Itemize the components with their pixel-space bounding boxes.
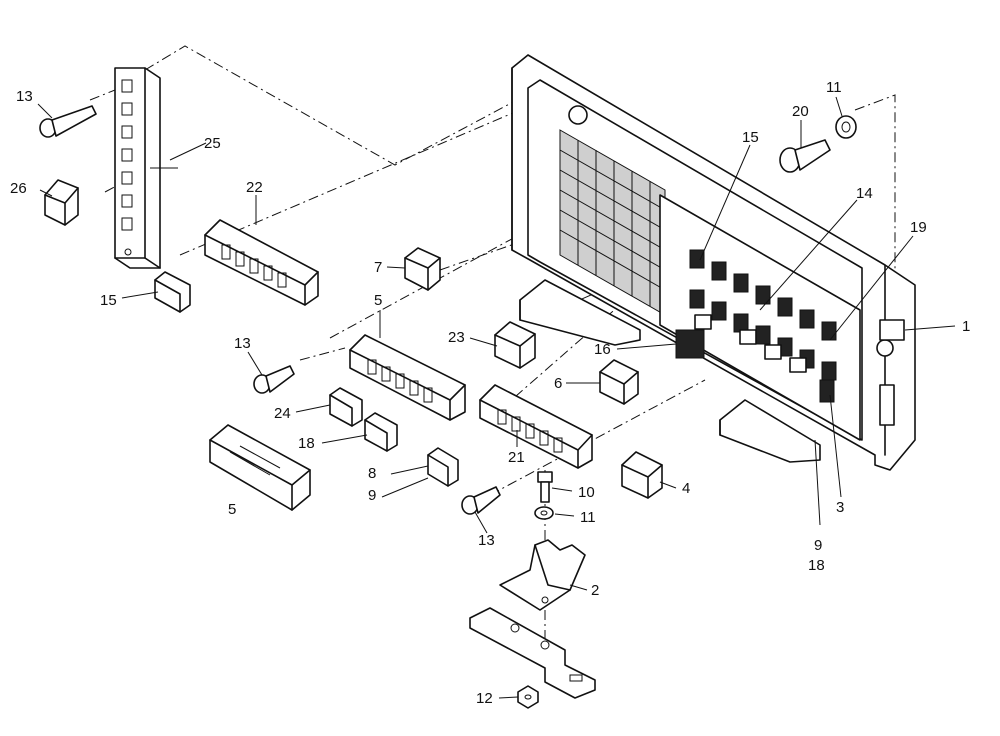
- callout-6: 6: [554, 375, 562, 392]
- callout-13-top: 13: [16, 88, 33, 105]
- cover-5: [209, 424, 311, 511]
- fuse-box-frame: [511, 54, 916, 471]
- callout-4: 4: [682, 480, 690, 497]
- bolt-13-middle: [253, 365, 295, 394]
- callout-20: 20: [792, 103, 809, 120]
- nut-12: [517, 685, 539, 709]
- fuse-holder-22: [204, 219, 319, 306]
- assembly-lines: [89, 45, 896, 640]
- callout-5-holder: 5: [374, 292, 382, 309]
- fuse-8-9: [427, 447, 459, 487]
- callout-13-middle: 13: [234, 335, 251, 352]
- screw-20: [779, 139, 831, 173]
- bolt-10: [537, 471, 553, 503]
- leader-lines: [37, 96, 956, 699]
- cap-26: [44, 179, 79, 226]
- fuse-15: [154, 271, 191, 313]
- callout-21: 21: [508, 449, 525, 466]
- fuse-24: [329, 387, 363, 427]
- callout-5-cover: 5: [228, 501, 236, 518]
- callout-26: 26: [10, 180, 27, 197]
- callout-1: 1: [962, 318, 970, 335]
- callout-11-bottom: 11: [580, 509, 596, 526]
- callout-14: 14: [856, 185, 873, 202]
- bolt-13-top: [39, 105, 97, 138]
- relay-6: [599, 359, 639, 405]
- relay-board: [659, 194, 861, 441]
- callout-22: 22: [246, 179, 263, 196]
- callout-15-frame: 15: [742, 129, 759, 146]
- vertical-fuse-strip: [114, 67, 161, 269]
- callout-2: 2: [591, 582, 599, 599]
- bracket-2: [499, 539, 586, 611]
- callout-15-fuse: 15: [100, 292, 117, 309]
- relay-7: [404, 247, 441, 291]
- callout-7: 7: [374, 259, 382, 276]
- fuse-holder-5: [349, 334, 466, 421]
- callout-24: 24: [274, 405, 291, 422]
- callout-9-board: 9: [814, 537, 822, 554]
- fuse-18: [364, 412, 398, 452]
- bolt-13-bottom: [461, 486, 501, 515]
- relay-4: [621, 451, 663, 499]
- fuse-holder-21: [479, 384, 593, 469]
- callout-12: 12: [476, 690, 493, 707]
- mounting-strap: [469, 607, 596, 699]
- frame-feet: [519, 279, 821, 463]
- callout-8: 8: [368, 465, 376, 482]
- callout-labels: 1 2 3 4 5 5 6 7 8 9 9 10 11 11 12 13 13 …: [10, 79, 970, 707]
- black-fuse-block: [675, 329, 705, 359]
- relay-23: [494, 321, 536, 369]
- callout-23: 23: [448, 329, 465, 346]
- callout-16: 16: [594, 341, 611, 358]
- callout-10: 10: [578, 484, 595, 501]
- callout-3: 3: [836, 499, 844, 516]
- callout-11-top: 11: [826, 79, 842, 96]
- callout-9-fuse: 9: [368, 487, 376, 504]
- callout-13-bottom: 13: [478, 532, 495, 549]
- washer-11-bottom: [534, 506, 554, 520]
- callout-18-board: 18: [808, 557, 825, 574]
- washer-11-top: [835, 115, 857, 139]
- callout-25: 25: [204, 135, 221, 152]
- callout-18-fuse: 18: [298, 435, 315, 452]
- callout-19: 19: [910, 219, 927, 236]
- fuse-slot-grid: [559, 129, 666, 316]
